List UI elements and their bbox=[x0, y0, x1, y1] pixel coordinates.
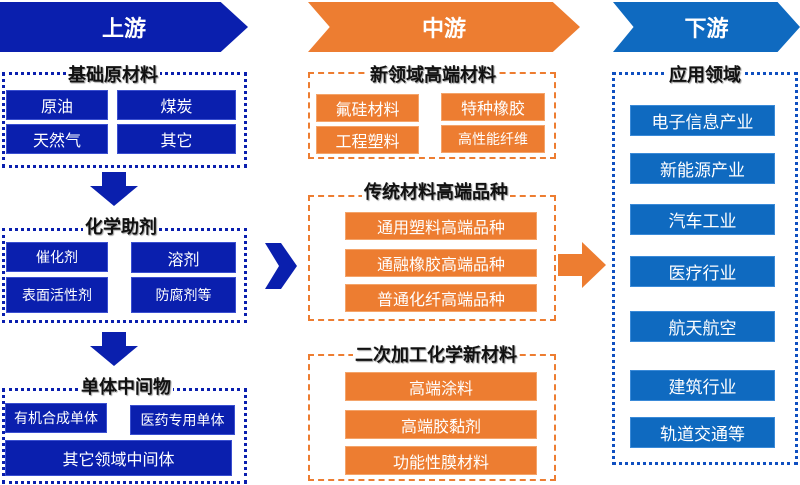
item-box: 电子信息产业 bbox=[630, 105, 775, 136]
midstream-header: 中游 bbox=[308, 2, 580, 52]
item-box: 防腐剂等 bbox=[131, 277, 236, 313]
item-box: 天然气 bbox=[6, 124, 108, 154]
item-box: 其它 bbox=[117, 124, 236, 154]
right-arrow-icon bbox=[558, 242, 606, 288]
group-title: 化学助剂 bbox=[83, 217, 159, 238]
item-box: 有机合成单体 bbox=[5, 403, 107, 433]
item-box: 汽车工业 bbox=[630, 204, 775, 235]
item-box: 其它领域中间体 bbox=[5, 440, 232, 476]
item-box: 工程塑料 bbox=[316, 126, 419, 154]
item-box: 特种橡胶 bbox=[441, 93, 545, 121]
down-arrow-icon bbox=[90, 172, 138, 206]
item-box: 医疗行业 bbox=[630, 256, 775, 287]
item-box: 医药专用单体 bbox=[130, 405, 235, 435]
down-arrow-icon bbox=[90, 332, 138, 366]
right-arrow-icon bbox=[265, 243, 297, 289]
group-title: 二次加工化学新材料 bbox=[353, 345, 519, 366]
item-box: 通用塑料高端品种 bbox=[345, 212, 537, 240]
item-box: 原油 bbox=[6, 90, 108, 120]
item-box: 轨道交通等 bbox=[630, 417, 775, 448]
group-title: 应用领域 bbox=[667, 65, 743, 86]
item-box: 溶剂 bbox=[131, 242, 236, 273]
upstream-header: 上游 bbox=[0, 2, 248, 52]
downstream-header: 下游 bbox=[613, 2, 800, 52]
group-title: 单体中间物 bbox=[79, 377, 173, 398]
item-box: 高端涂料 bbox=[345, 372, 537, 401]
item-box: 普通化纤高端品种 bbox=[345, 284, 537, 312]
item-box: 建筑行业 bbox=[630, 370, 775, 401]
item-box: 高性能纤维 bbox=[441, 125, 545, 153]
item-box: 新能源产业 bbox=[630, 153, 775, 184]
item-box: 表面活性剂 bbox=[6, 277, 108, 313]
item-box: 航天航空 bbox=[630, 311, 775, 342]
group-title: 新领域高端材料 bbox=[368, 65, 498, 86]
item-box: 通融橡胶高端品种 bbox=[345, 249, 537, 277]
group-title: 传统材料高端品种 bbox=[362, 182, 510, 203]
item-box: 煤炭 bbox=[117, 90, 236, 120]
item-box: 功能性膜材料 bbox=[345, 446, 537, 475]
item-box: 氟硅材料 bbox=[316, 94, 419, 122]
item-box: 催化剂 bbox=[6, 242, 108, 272]
group-title: 基础原材料 bbox=[66, 65, 160, 86]
item-box: 高端胶黏剂 bbox=[345, 410, 537, 439]
